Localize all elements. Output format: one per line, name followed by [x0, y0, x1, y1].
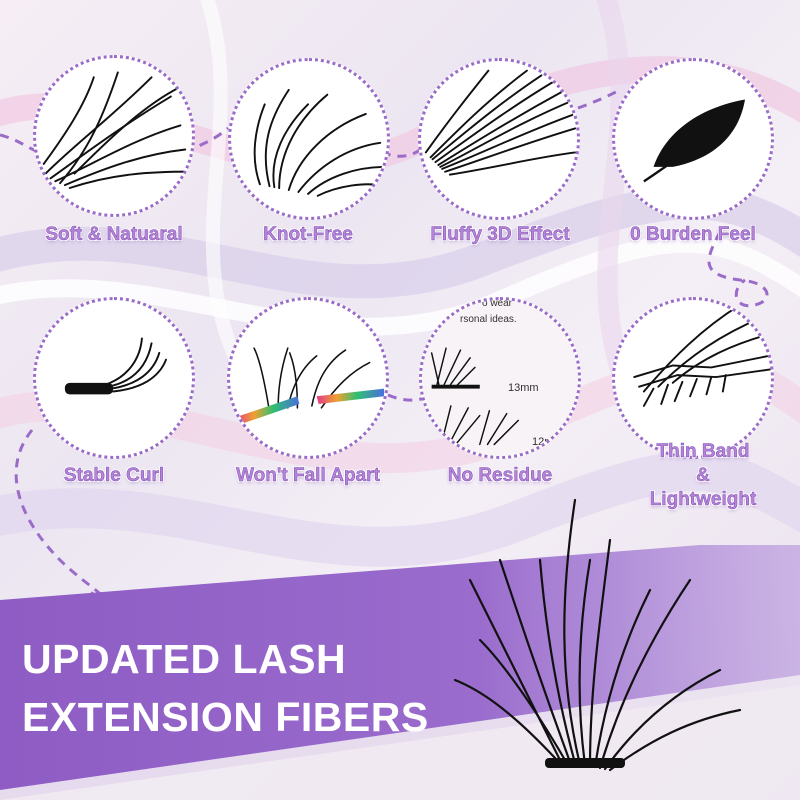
feature-label: Won't Fall Apart: [236, 465, 380, 487]
photo-caption: rsonal ideas.: [460, 314, 517, 325]
feather-icon: [643, 99, 745, 183]
lash-strip-icon: [422, 300, 578, 456]
feature-circle-knot-free: [228, 58, 390, 220]
label-line: Lightweight: [649, 489, 757, 511]
feature-circle-soft-natural: [33, 55, 195, 217]
tweezers-icon: [234, 347, 385, 426]
size-label: 13mm: [508, 382, 539, 394]
lash-fluffy-icon: [424, 69, 577, 176]
lash-band-icon: [633, 303, 771, 407]
photo-caption: o wear: [482, 298, 513, 309]
feature-circle-burden-feel: [612, 58, 774, 220]
feature-label: No Residue: [447, 465, 553, 487]
lash-cluster-icon: [42, 71, 192, 189]
feature-label: Knot-Free: [263, 224, 353, 246]
feature-circle-no-residue: o wear rsonal ideas. 13mm 12m: [419, 297, 581, 459]
label-line: &: [696, 465, 710, 487]
feature-label: 0 Burden Feel: [630, 224, 756, 246]
feature-label: Soft & Natuaral: [45, 224, 183, 246]
label-line: Thin Band: [656, 441, 750, 463]
banner-line-1: UPDATED LASH: [22, 636, 347, 682]
feature-circle-wont-fall-apart: [227, 297, 389, 459]
feature-circle-stable-curl: [33, 297, 195, 459]
banner-headline: UPDATED LASH EXTENSION FIBERS: [22, 630, 542, 746]
feature-label-thin-band: Thin Band & Lightweight: [623, 440, 783, 512]
lash-curl-icon: [64, 337, 167, 395]
feature-circle-fluffy-3d: [418, 58, 580, 220]
size-label: 12m: [532, 436, 554, 448]
feature-label: Stable Curl: [63, 465, 165, 487]
banner-line-2: EXTENSION FIBERS: [22, 694, 429, 740]
feature-circle-thin-band: [612, 297, 774, 459]
feature-label: Fluffy 3D Effect: [430, 224, 570, 246]
lash-fan-icon: [253, 88, 387, 197]
